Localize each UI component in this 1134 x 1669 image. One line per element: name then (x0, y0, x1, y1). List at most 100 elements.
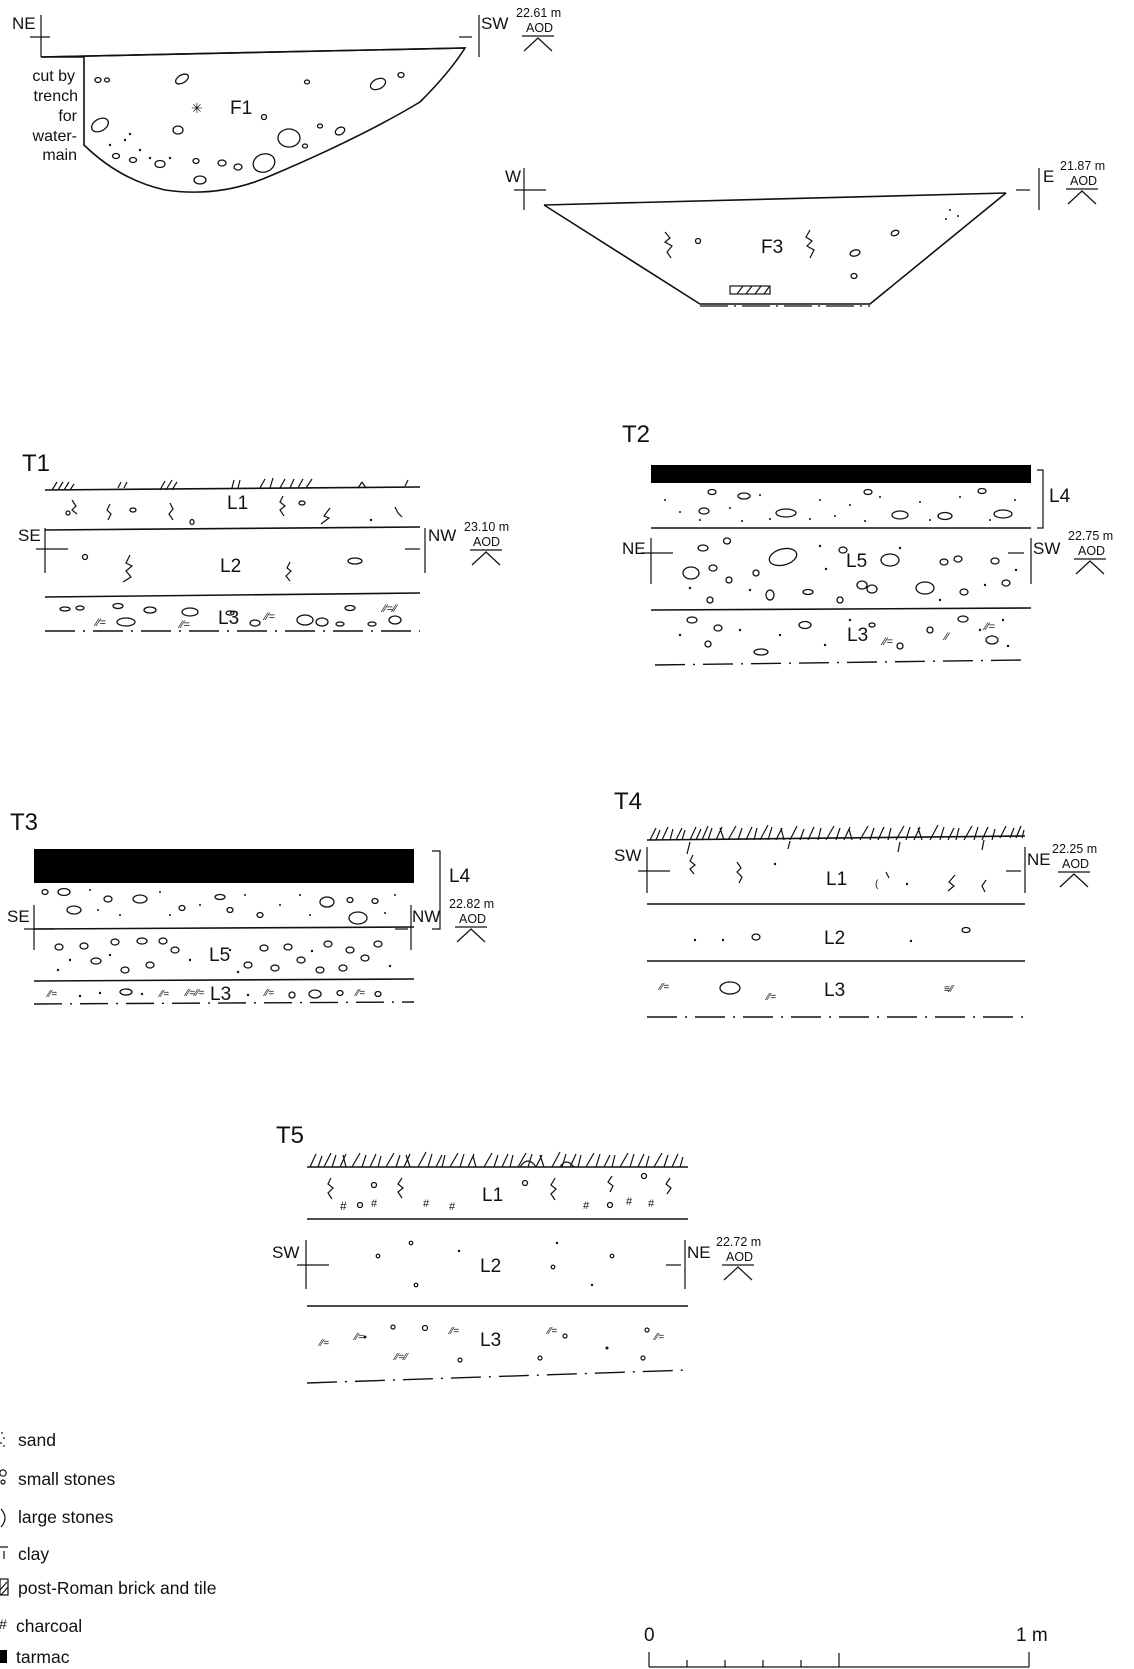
cut-profile (40, 47, 467, 193)
orientation-label: NW (428, 526, 456, 545)
section-marker-right: SW (1008, 538, 1060, 584)
svg-text:#: # (583, 1200, 590, 1212)
orientation-label: SE (18, 526, 41, 545)
legend-item: post-Roman brick and tile (0, 1578, 216, 1598)
orientation-label: NE (1027, 850, 1051, 869)
layer-label: L2 (220, 556, 241, 577)
section-title: T1 (22, 450, 50, 477)
datum-label: AOD (726, 1250, 753, 1264)
elevation-label: 22.25 m (1052, 842, 1097, 856)
svg-text:#: # (449, 1201, 456, 1213)
svg-text:water-: water- (32, 128, 77, 145)
svg-text:⁄⁄=: ⁄⁄= (764, 992, 776, 1003)
section-t3: T3 L4 SE NW 22.82 m AOD (7, 809, 494, 1005)
datum-marker: 22.72 m AOD (716, 1235, 761, 1281)
section-title: T4 (614, 788, 642, 815)
svg-text:⁄⁄=⁄⁄: ⁄⁄=⁄⁄ (380, 603, 399, 615)
layer-label: L2 (480, 1256, 501, 1277)
layer-label: L5 (209, 945, 230, 966)
fill-inclusions: F3 (663, 209, 959, 295)
svg-text:#: # (340, 1199, 347, 1213)
section-title: T3 (10, 809, 38, 836)
feature-label: F1 (230, 98, 252, 119)
svg-text:cut by: cut by (32, 68, 75, 85)
charcoal-icon: # (0, 1616, 7, 1632)
svg-text:#: # (626, 1196, 633, 1208)
section-title: T5 (276, 1122, 304, 1149)
elevation-label: 22.75 m (1068, 529, 1113, 543)
section-marker-right: E (1016, 167, 1054, 210)
section-marker-right: SW (459, 14, 508, 57)
layer-label: L3 (218, 608, 239, 629)
orientation-label: NE (687, 1243, 711, 1262)
svg-text:⁄⁄=⁄⁄=: ⁄⁄=⁄⁄= (183, 988, 205, 999)
svg-text:⁄⁄=: ⁄⁄= (157, 989, 169, 1000)
orientation-label: SE (7, 907, 30, 926)
legend-item: small stones (0, 1469, 116, 1489)
datum-marker: 23.10 m AOD (464, 520, 509, 566)
datum-marker: 22.61 m AOD (516, 6, 561, 52)
sand-icon (0, 1432, 5, 1447)
svg-text:for: for (58, 108, 77, 125)
cut-profile (543, 192, 1007, 305)
svg-text:#: # (423, 1198, 430, 1210)
legend-item: clay (0, 1544, 49, 1564)
legend-item: sand (0, 1430, 56, 1450)
section-marker-right: NW (405, 526, 456, 573)
layer-label: L3 (480, 1330, 501, 1351)
elevation-label: 23.10 m (464, 520, 509, 534)
legend-label: large stones (18, 1507, 114, 1527)
fill-inclusions: ✳ F1 (90, 71, 405, 185)
svg-text:⁄⁄=: ⁄⁄= (317, 1338, 329, 1349)
orientation-label: SW (272, 1243, 299, 1262)
legend-label: charcoal (16, 1616, 82, 1636)
brick-tile-icon (0, 1578, 9, 1596)
layer-label: L2 (824, 928, 845, 949)
orientation-label: E (1043, 167, 1054, 186)
note-water-main: cut by trench for water- main (32, 68, 78, 164)
svg-text:⁄⁄=: ⁄⁄= (177, 619, 190, 631)
svg-text:⁄⁄=: ⁄⁄= (545, 1326, 557, 1337)
brick-tile-icon (729, 285, 771, 295)
legend: sand small stones large stones clay post… (0, 1430, 216, 1667)
section-marker-left: SW (614, 846, 670, 893)
section-marker-left: NE (12, 14, 50, 57)
svg-text:#: # (648, 1198, 655, 1210)
layer-label: L1 (482, 1185, 503, 1206)
clay-icon (0, 1546, 8, 1559)
scale-start-label: 0 (644, 1625, 655, 1646)
section-t2: T2 L4 NE SW 22.75 m AOD (622, 421, 1113, 666)
section-t5: T5 SW NE 22.72 m AOD # # # # # # # (272, 1122, 761, 1384)
scale-bar: 0 1 m (644, 1625, 1048, 1668)
layer-label: L3 (847, 625, 868, 646)
datum-marker: 21.87 m AOD (1060, 159, 1105, 205)
orientation-label: W (505, 167, 521, 186)
legend-label: post-Roman brick and tile (18, 1578, 216, 1598)
orientation-label: SW (614, 846, 641, 865)
legend-label: sand (18, 1430, 56, 1450)
layer-label: L1 (826, 869, 847, 890)
layer-label: L3 (824, 980, 845, 1001)
svg-text:⁄⁄=: ⁄⁄= (262, 611, 275, 623)
svg-text:⁄⁄=: ⁄⁄= (93, 617, 106, 629)
section-marker-left: NE (622, 538, 673, 584)
legend-item: # charcoal (0, 1616, 82, 1636)
datum-label: AOD (473, 535, 500, 549)
legend-label: small stones (18, 1469, 116, 1489)
orientation-label: SW (481, 14, 508, 33)
large-stones-icon (0, 1508, 6, 1528)
svg-text:#: # (371, 1198, 378, 1210)
section-t1: T1 SE NW 23.10 m AOD (18, 450, 509, 632)
datum-marker: 22.25 m AOD (1052, 842, 1097, 888)
feature-label: F3 (761, 237, 783, 258)
section-marker-left: SE (18, 526, 68, 573)
elevation-label: 22.72 m (716, 1235, 761, 1249)
tarmac-layer (651, 465, 1031, 483)
svg-text:⁄⁄=⁄⁄: ⁄⁄=⁄⁄ (392, 1352, 409, 1363)
scale-end-label: 1 m (1016, 1625, 1048, 1646)
section-marker-right: NE (1006, 847, 1051, 893)
orientation-label: NE (12, 14, 36, 33)
svg-text:⁄⁄=: ⁄⁄= (262, 988, 274, 999)
section-t4: T4 SW NE 22.25 m AOD ( L1 (614, 788, 1097, 1018)
